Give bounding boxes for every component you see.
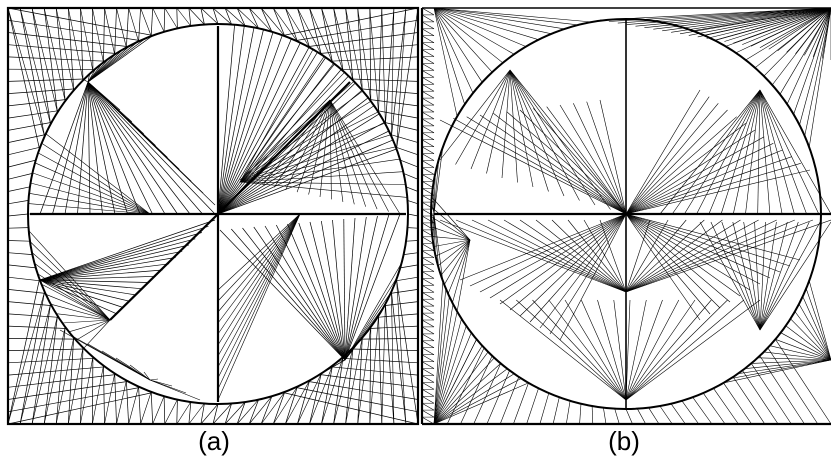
triangulation-figure — [6, 6, 831, 426]
panel-b-caption: (b) — [608, 426, 640, 456]
panel-a-mesh — [6, 6, 420, 426]
panel-a-caption: (a) — [198, 426, 230, 456]
panel-b-mesh — [420, 7, 831, 426]
